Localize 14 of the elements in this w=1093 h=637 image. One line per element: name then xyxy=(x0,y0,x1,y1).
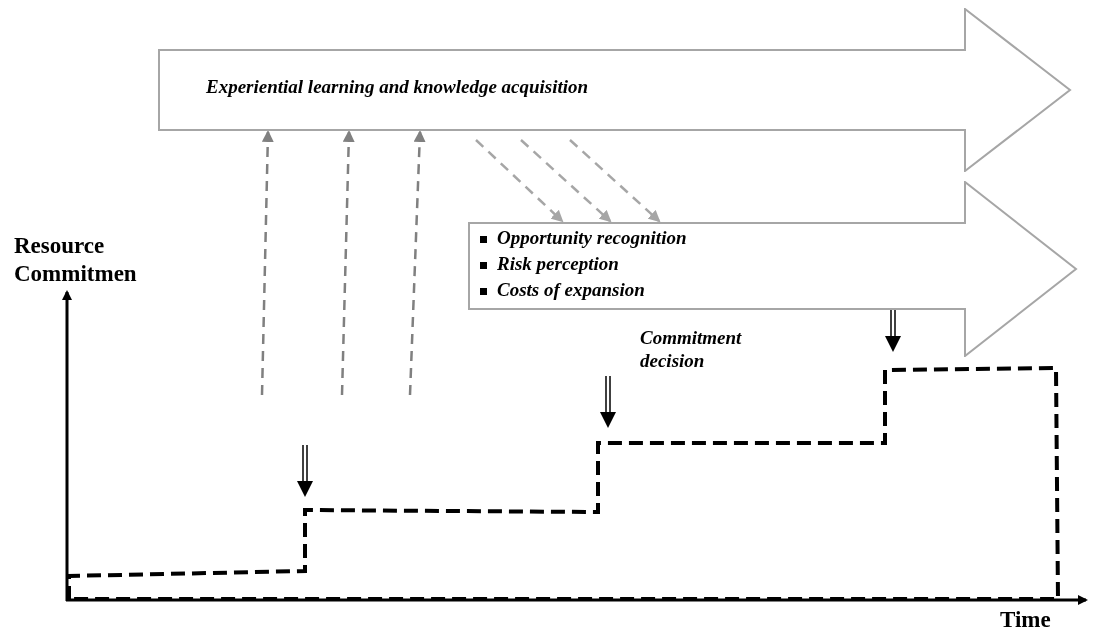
dashed-arrow xyxy=(408,130,426,396)
dashed-arrow xyxy=(569,139,661,223)
bullet-item: Risk perception xyxy=(480,253,619,275)
axis-title: Time xyxy=(1000,606,1052,634)
bullet-item: Costs of expansion xyxy=(480,279,645,301)
annotation: Commitment decision xyxy=(640,327,743,373)
axis-title: Resource Commitmen xyxy=(14,232,138,288)
dashed-arrow xyxy=(520,139,612,223)
dashed-arrow xyxy=(340,130,355,396)
arrow-shape xyxy=(158,8,1072,172)
dashed-arrow xyxy=(260,130,274,396)
bullet-item: Opportunity recognition xyxy=(480,227,687,249)
arrow-label: Experiential learning and knowledge acquisition xyxy=(206,76,589,98)
dashed-arrow xyxy=(475,139,564,223)
